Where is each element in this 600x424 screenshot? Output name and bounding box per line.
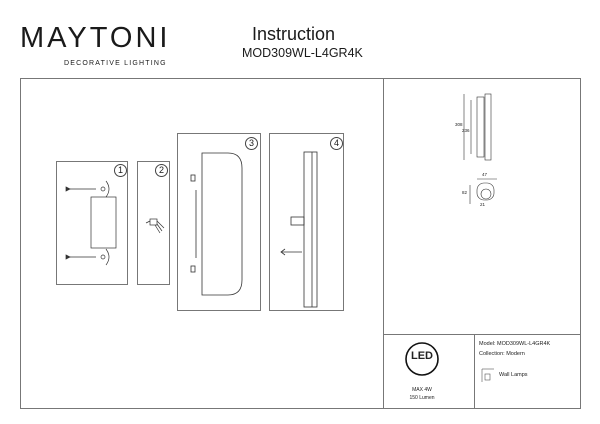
dim-depth: 82 [462,190,468,195]
step-number-2: 2 [155,164,168,177]
lumen-value: 150 Lumen [409,395,435,401]
spec-collection: Collection: Modern [479,351,525,357]
main-frame [20,78,581,409]
step4-drawing [280,151,318,308]
step2-drawing [145,218,165,234]
step-panel-3 [177,133,261,311]
step-number-1: 1 [114,164,127,177]
step-panel-2 [137,161,170,285]
step-number-3: 3 [245,137,258,150]
step1-drawing [65,180,117,266]
divider-horizontal [383,334,581,335]
wall-lamp-icon [481,368,494,382]
spec-type: Wall Lamps [499,372,528,378]
step3-drawing [190,152,243,296]
spec-model: Model: MOD309WL-L4GR4K [479,341,551,347]
page-title: Instruction [252,24,336,44]
divider-spec [474,334,475,409]
step-panel-4 [269,133,344,311]
led-icon [405,342,439,376]
brand-logo: MAYTONI [20,22,171,54]
max-power: MAX 4W [412,387,432,393]
step-number-4: 4 [330,137,343,150]
dim-height: 308 [455,122,463,127]
led-label: LED [411,350,433,362]
dim-side: 21 [480,202,486,207]
dimension-drawing [463,93,497,204]
model-code: MOD309WL-L4GR4K [242,46,363,60]
dim-inner-height: 236 [462,128,470,133]
divider-vertical [383,78,384,409]
dim-width: 47 [482,172,488,177]
brand-tagline: DECORATIVE LIGHTING [64,60,167,67]
step-panel-1 [56,161,128,285]
